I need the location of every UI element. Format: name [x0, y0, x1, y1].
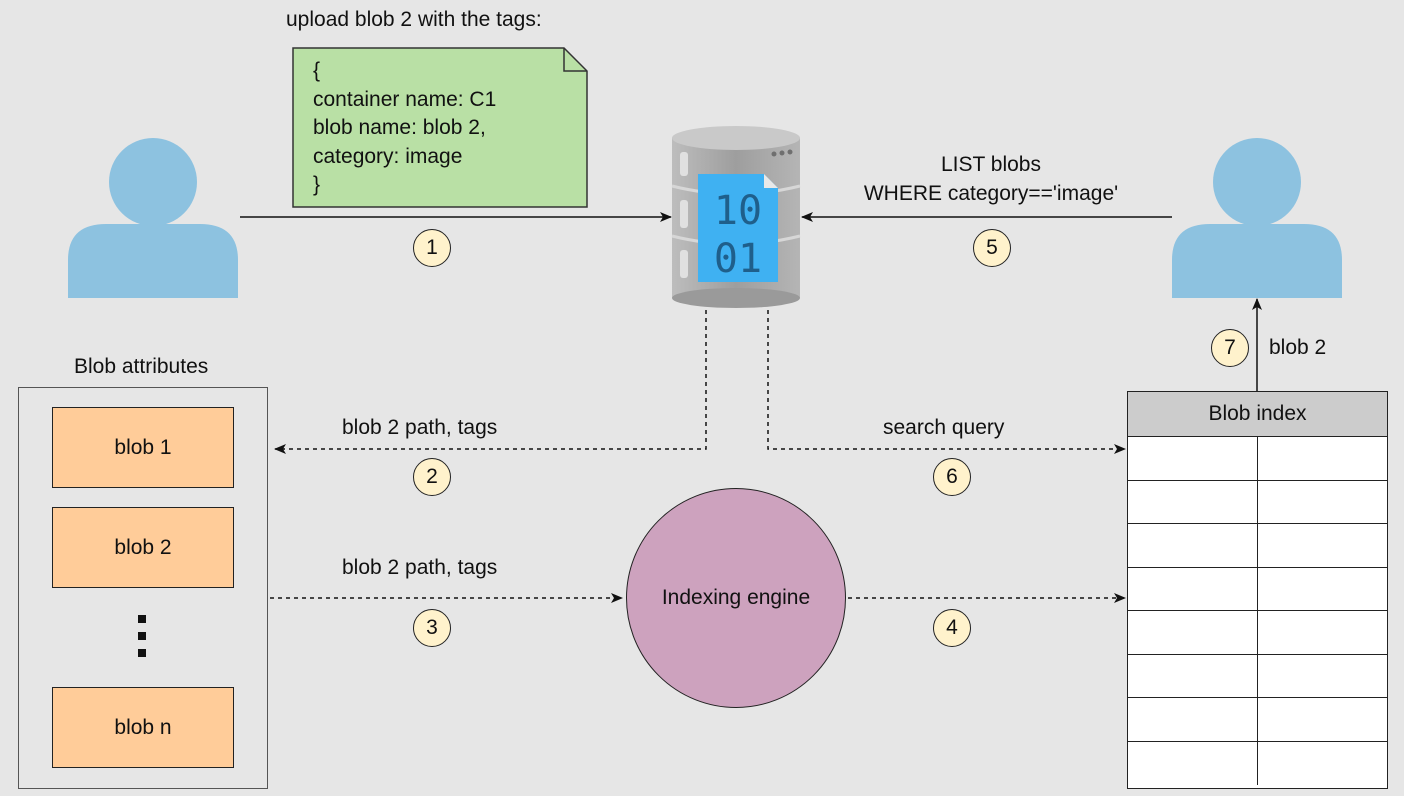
edge-search-query — [767, 310, 1126, 454]
blob-index-cell — [1128, 698, 1258, 742]
edge-label-path-tags: blob 2 path, tags — [342, 556, 498, 579]
note-line: } — [313, 173, 321, 196]
edge-label-path-tags: blob 2 path, tags — [342, 416, 498, 439]
step-badge-4: 4 — [933, 609, 971, 647]
step-badge-6: 6 — [933, 458, 971, 496]
blob-item: blob n — [52, 687, 234, 768]
blob-index-cell — [1128, 654, 1258, 698]
attributes-title: Blob attributes — [74, 355, 209, 378]
blob-index-cell — [1257, 698, 1387, 742]
step-badge-3: 3 — [413, 609, 451, 647]
blob-index-cell — [1258, 742, 1388, 786]
blob-item: blob 1 — [52, 407, 234, 488]
blob-index-cell — [1257, 568, 1387, 611]
blob-index-cell — [1257, 481, 1387, 524]
user-icon — [1172, 138, 1342, 298]
blob-index-cell — [1128, 437, 1258, 481]
storage-glyph-top: 10 — [714, 188, 762, 234]
blob-index-cell — [1128, 524, 1258, 568]
blob-index-table: Blob index — [1127, 391, 1388, 789]
step-badge-2: 2 — [413, 458, 451, 496]
edge-label-search-query: search query — [883, 416, 1005, 439]
blob-index-cell — [1257, 524, 1387, 568]
blob-index-header: Blob index — [1128, 392, 1387, 437]
blob-item: blob 2 — [52, 507, 234, 588]
blob-index-cell — [1128, 741, 1258, 785]
note-line: container name: C1 — [313, 87, 497, 111]
edge-storage-to-attributes — [274, 310, 707, 454]
note-caption: upload blob 2 with the tags: — [286, 8, 542, 31]
note-icon — [292, 47, 588, 208]
note-line: category: image — [313, 144, 463, 168]
blob-index-cell — [1128, 611, 1258, 655]
blob-index-cell — [1128, 480, 1258, 524]
blob-index-cell — [1257, 611, 1387, 655]
user-icon — [68, 138, 238, 298]
step-badge-5: 5 — [973, 229, 1011, 267]
step-badge-1: 1 — [413, 229, 451, 267]
indexing-engine: Indexing engine — [626, 488, 846, 708]
ellipsis-dots — [138, 615, 146, 666]
note-line: { — [313, 59, 321, 82]
storage-database-icon: 10 01 — [671, 126, 801, 308]
blob-index-cell — [1128, 567, 1258, 611]
step-badge-7: 7 — [1211, 329, 1249, 367]
blob-index-title: Blob index — [1208, 402, 1307, 425]
edge-label-result: blob 2 — [1269, 336, 1327, 359]
query-line-2: WHERE category=='image' — [863, 182, 1119, 205]
storage-glyph-bottom: 01 — [714, 236, 762, 282]
note-text: { container name: C1 blob name: blob 2, … — [313, 57, 496, 200]
blob-index-cell — [1257, 437, 1387, 481]
blob-index-grid — [1128, 437, 1387, 785]
note-line: blob name: blob 2, — [313, 116, 486, 139]
query-line-1: LIST blobs — [940, 153, 1041, 176]
list-query-label: LIST blobs WHERE category=='image' — [826, 150, 1156, 208]
indexing-engine-label: Indexing engine — [661, 586, 811, 609]
blob-index-cell — [1257, 655, 1387, 698]
